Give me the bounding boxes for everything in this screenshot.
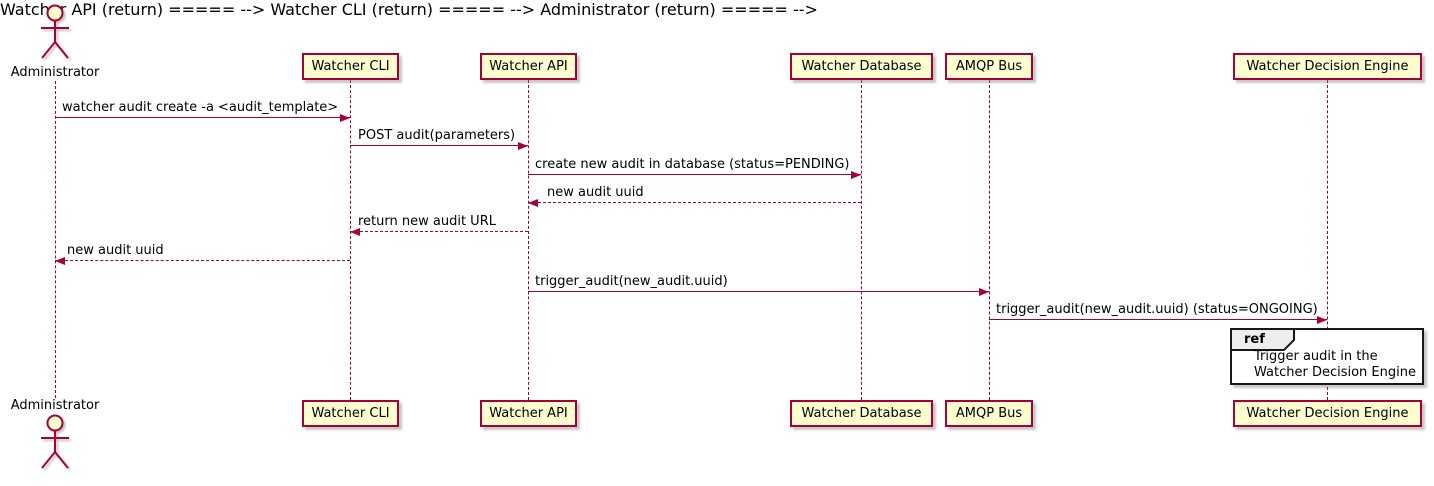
message-5-label: return new audit URL — [358, 214, 496, 229]
actor-label-top: Administrator — [10, 65, 100, 80]
message-3-label: create new audit in database (status=PEN… — [535, 157, 850, 172]
participant-box-amqp-bus-top: AMQP Bus — [945, 53, 1033, 80]
ref-keyword: ref — [1244, 332, 1265, 347]
participant-box-amqp-bus-bottom: AMQP Bus — [945, 400, 1033, 427]
message-6-arrowhead-icon — [55, 257, 65, 265]
message-1-arrowhead-icon — [340, 114, 350, 122]
message-7-line — [528, 291, 989, 292]
actor-icon-bottom — [41, 414, 69, 469]
message-8-arrowhead-icon — [1317, 316, 1327, 324]
actor-label-bottom: Administrator — [10, 398, 100, 413]
message-3-line — [528, 174, 861, 175]
ref-text-line-2: Watcher Decision Engine — [1254, 365, 1416, 380]
message-6-label: new audit uuid — [67, 243, 164, 258]
message-5-line — [350, 231, 528, 232]
message-4-arrowhead-icon — [528, 199, 538, 207]
ref-fragment: ref Trigger audit in the Watcher Decisio… — [1230, 328, 1424, 385]
lifeline-watcher-decision-engine — [1327, 80, 1328, 400]
message-2-label: POST audit(parameters) — [358, 128, 516, 143]
participant-box-watcher-database-bottom: Watcher Database — [790, 400, 933, 427]
message-3-arrowhead-icon — [851, 171, 861, 179]
ref-tab — [1230, 328, 1295, 351]
lifeline-amqp-bus — [989, 80, 990, 400]
message-6-line — [55, 260, 350, 261]
message-4-label: new audit uuid — [547, 185, 644, 200]
lifeline-watcher-api — [528, 80, 529, 400]
participant-box-watcher-cli-top: Watcher CLI — [302, 53, 399, 80]
message-1-line — [55, 117, 350, 118]
lifeline-watcher-database — [861, 80, 862, 400]
message-8-line — [989, 319, 1327, 320]
message-4-line — [528, 202, 861, 203]
actor-icon — [41, 4, 69, 59]
message-2-line — [350, 145, 528, 146]
participant-box-watcher-database-top: Watcher Database — [790, 53, 933, 80]
ref-text-line-1: Trigger audit in the — [1254, 349, 1378, 364]
message-5-arrowhead-icon — [350, 228, 360, 236]
message-2-arrowhead-icon — [518, 142, 528, 150]
message-8-label: trigger_audit(new_audit.uuid) (status=ON… — [996, 302, 1318, 317]
message-7-arrowhead-icon — [979, 288, 989, 296]
participant-box-watcher-api-top: Watcher API — [480, 53, 577, 80]
ref-text: Trigger audit in the Watcher Decision En… — [1254, 349, 1416, 381]
participant-box-watcher-decision-engine-bottom: Watcher Decision Engine — [1233, 400, 1422, 427]
message-1-label: watcher audit create -a <audit_template> — [62, 100, 339, 115]
participant-box-watcher-cli-bottom: Watcher CLI — [302, 400, 399, 427]
participant-box-watcher-api-bottom: Watcher API — [480, 400, 577, 427]
participant-box-watcher-decision-engine-top: Watcher Decision Engine — [1233, 53, 1422, 80]
lifeline-administrator — [54, 81, 56, 398]
lifeline-watcher-cli — [350, 80, 351, 400]
message-7-label: trigger_audit(new_audit.uuid) — [535, 274, 728, 289]
